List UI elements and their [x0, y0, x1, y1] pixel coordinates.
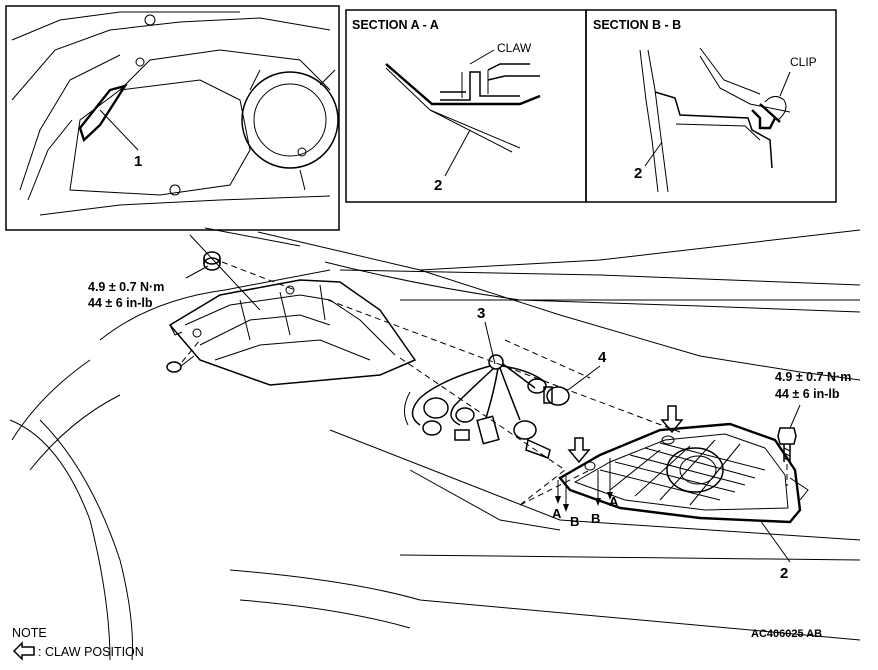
- torque-right-inlb: 44 ± 6 in-lb: [775, 387, 840, 401]
- mounting-clip: [166, 339, 201, 373]
- section-a-title: SECTION A - A: [352, 18, 439, 32]
- left-mounting-nut: 4.9 ± 0.7 N·m 44 ± 6 in-lb: [88, 251, 296, 310]
- callout-4: 4: [598, 349, 607, 366]
- note-title: NOTE: [12, 626, 47, 640]
- rear-combination-lamp: 2: [558, 422, 809, 582]
- figure-code: AC406025 AB: [751, 628, 822, 640]
- bulb: 4: [543, 349, 607, 406]
- section-mark-b-left: B: [570, 514, 579, 529]
- callout-main-2: 2: [780, 565, 788, 582]
- note-legend: NOTE : CLAW POSITION: [12, 626, 144, 661]
- inset-service-cover: [78, 84, 128, 143]
- section-b-frame: [585, 9, 837, 203]
- vehicle-rear-quarter: [9, 227, 861, 661]
- clip-label: CLIP: [790, 55, 817, 69]
- callout-section-a-2: 2: [434, 177, 442, 194]
- section-mark-a-left: A: [552, 506, 562, 521]
- inset-cargo-trim-view: 1: [5, 5, 340, 231]
- inset-frame: [5, 5, 340, 231]
- section-b-title: SECTION B - B: [593, 18, 681, 32]
- section-mark-a-right: A: [609, 494, 619, 509]
- inset-fastener: [169, 184, 181, 196]
- harness-grommet: [488, 354, 504, 370]
- section-a-frame: [345, 9, 587, 203]
- claw-position-arrow-upper: [660, 405, 684, 434]
- lamp-mounting-pocket: [168, 279, 417, 386]
- assembly-guide-lines: [327, 299, 681, 506]
- callout-3: 3: [477, 305, 485, 322]
- torque-right-nm: 4.9 ± 0.7 N·m: [775, 370, 851, 384]
- claw-position-arrow-icon: [12, 641, 35, 661]
- section-mark-b-right: B: [591, 511, 600, 526]
- claw-position-legend: : CLAW POSITION: [38, 645, 144, 659]
- section-b-b-panel: SECTION B - B CLIP 2: [585, 9, 837, 203]
- torque-left-nm: 4.9 ± 0.7 N·m: [88, 280, 164, 294]
- section-a-housing: [385, 63, 541, 106]
- claw-label: CLAW: [497, 41, 532, 55]
- inset-lamp-opening: [241, 71, 339, 169]
- right-mounting-bolt: 4.9 ± 0.7 N·m 44 ± 6 in-lb: [775, 370, 851, 486]
- socket-and-wiring-harness: 3: [404, 305, 551, 459]
- claw-position-arrow-lower: [567, 437, 591, 464]
- section-a-a-panel: SECTION A - A CLAW 2: [345, 9, 587, 203]
- section-cut-markers: A B B A: [552, 458, 619, 529]
- callout-section-b-2: 2: [634, 165, 642, 182]
- callout-1: 1: [134, 153, 142, 170]
- torque-left-inlb: 44 ± 6 in-lb: [88, 296, 153, 310]
